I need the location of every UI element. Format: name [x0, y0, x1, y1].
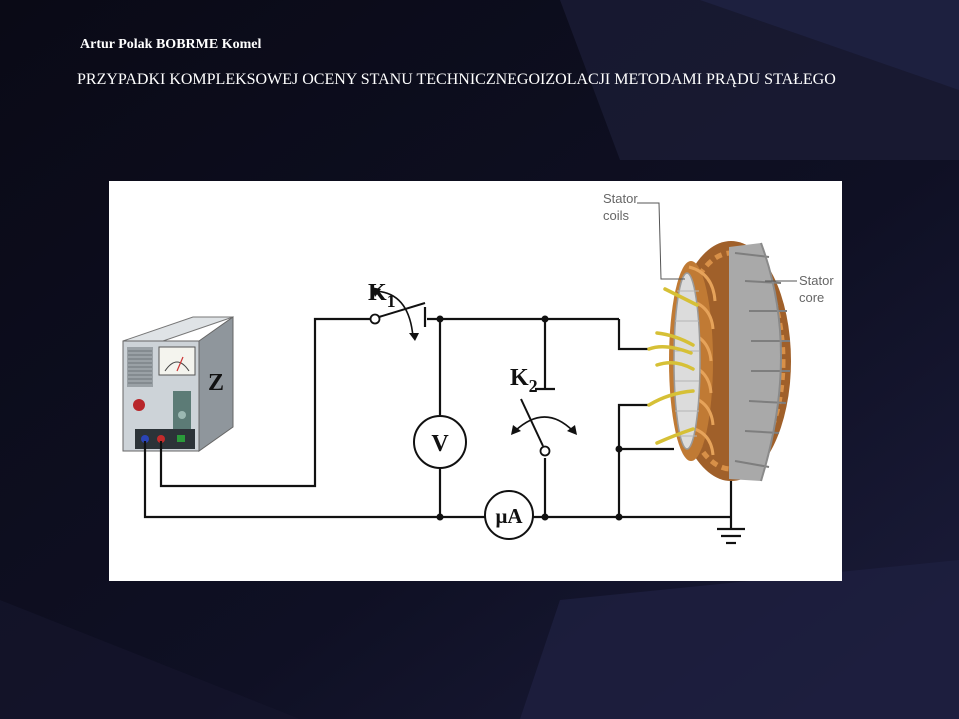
microammeter-icon: [484, 490, 534, 540]
switch-k1-label: K1: [368, 280, 396, 311]
switch-k2-icon: [511, 398, 577, 457]
circuit-wires: [143, 317, 745, 545]
voltmeter-label: V: [431, 431, 449, 457]
author-line: Artur Polak BOBRME Komel: [80, 37, 262, 52]
switch-k2-label: K2: [510, 365, 538, 396]
circuit-diagram: Z: [122, 191, 834, 545]
circuit-figure: Z: [109, 181, 842, 581]
voltmeter-icon: [413, 415, 467, 469]
stator-icon: [647, 241, 791, 482]
microammeter-label: μA: [495, 504, 523, 528]
power-supply-icon: [122, 316, 234, 452]
supply-label: Z: [208, 370, 224, 396]
slide-title: PRZYPADKI KOMPLEKSOWEJ OCENY STANU TECHN…: [77, 71, 836, 88]
stator-coils-leader: [637, 202, 685, 280]
junction-dots: [436, 315, 623, 521]
switch-k1-icon: [369, 287, 427, 341]
